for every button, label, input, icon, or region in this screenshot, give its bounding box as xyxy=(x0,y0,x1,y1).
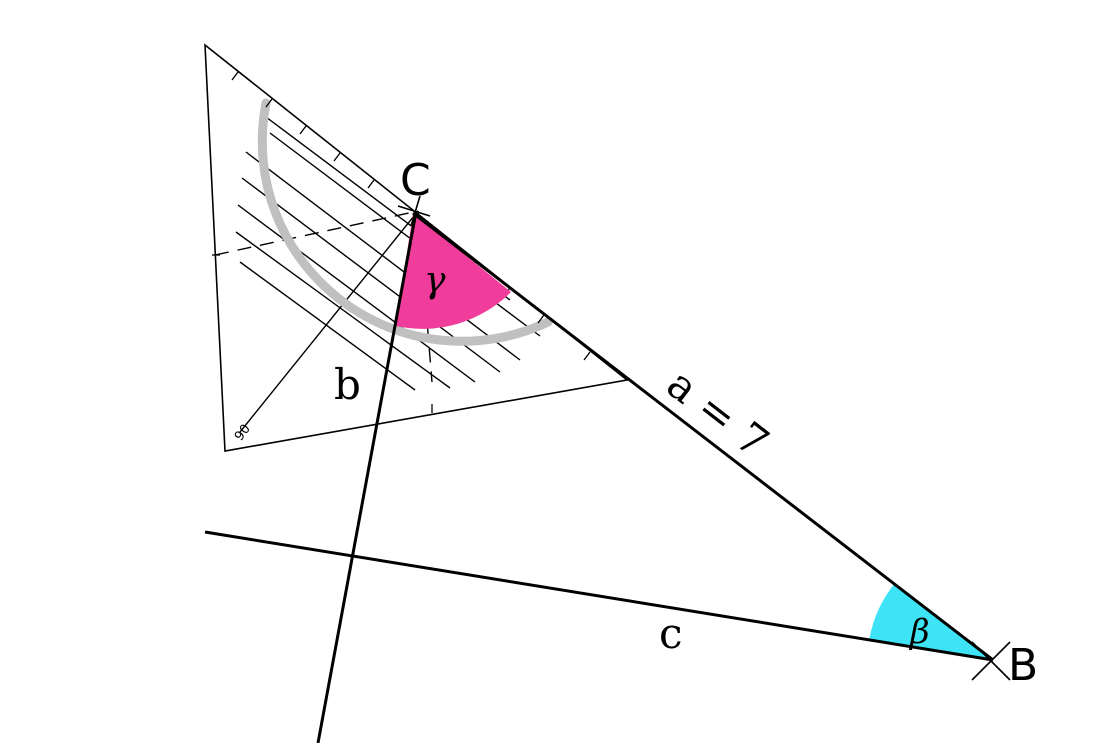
side-b-label: b xyxy=(334,360,361,409)
angle-gamma-sector xyxy=(396,213,511,329)
side-c-label: c xyxy=(659,609,683,658)
side-a-label: a = 7 xyxy=(658,359,778,467)
side-b[interactable] xyxy=(316,211,418,743)
angle-beta-label: β xyxy=(908,612,930,652)
set-square-diagonal xyxy=(239,210,419,433)
point-c-marker[interactable] xyxy=(397,195,431,227)
protractor-arc xyxy=(257,98,553,346)
side-c[interactable] xyxy=(204,530,994,662)
point-b-marker[interactable] xyxy=(971,641,1011,681)
angle-gamma-label: γ xyxy=(424,260,446,301)
angle-beta-sector xyxy=(869,583,993,660)
point-c-label: C xyxy=(400,155,431,206)
point-b-label: B xyxy=(1008,640,1038,691)
side-a[interactable] xyxy=(412,211,994,662)
